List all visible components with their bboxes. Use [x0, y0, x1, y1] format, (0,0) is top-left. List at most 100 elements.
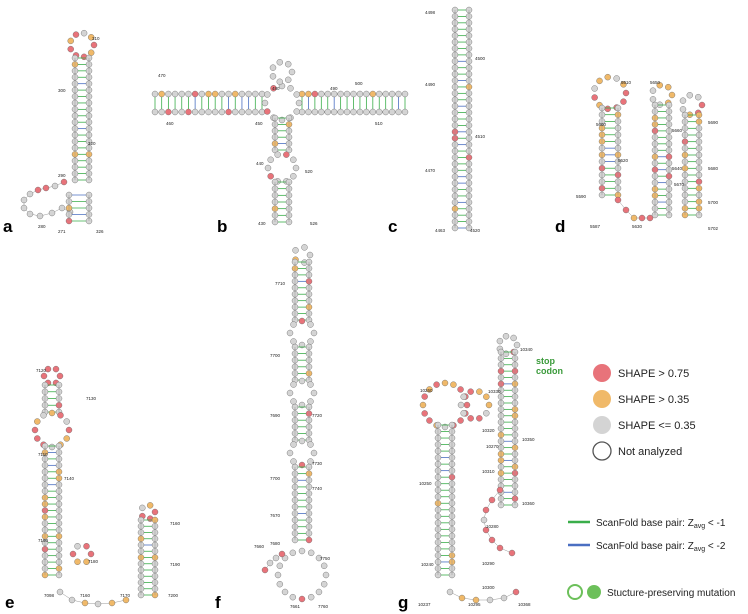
nucleotide: [87, 34, 95, 41]
nucleotide: [472, 596, 480, 604]
nucleotide: [482, 506, 490, 514]
nucleotide: [139, 504, 146, 512]
nucleotide: [74, 558, 81, 565]
nucleotide: [401, 108, 409, 116]
nucleotide: [343, 108, 351, 116]
nucleotide: [276, 562, 284, 570]
nucleotide: [283, 151, 290, 158]
nucleotide: [488, 496, 496, 504]
nucleotide: [58, 204, 66, 212]
nucleotide: [67, 45, 74, 53]
nucleotide: [211, 108, 219, 116]
nucleotide: [318, 90, 325, 98]
position-tick-label: 7740: [312, 486, 323, 491]
nucleotide: [604, 105, 611, 113]
position-tick-label: 500: [355, 81, 363, 86]
nucleotide: [426, 417, 433, 424]
position-tick-label: 280: [38, 224, 46, 229]
nucleotide: [318, 108, 325, 116]
panel-letter-c: c: [388, 217, 397, 236]
nucleotide: [185, 108, 192, 116]
nucleotide: [305, 108, 312, 116]
nucleotide: [510, 334, 517, 342]
position-tick-label: 7730: [312, 461, 323, 466]
position-tick-label: 7661: [290, 604, 301, 609]
position-tick-label: 480: [272, 86, 280, 91]
nucleotide: [287, 85, 294, 92]
nucleotide: [513, 341, 521, 349]
nucleotide: [395, 108, 402, 116]
position-tick-label: 10330: [488, 389, 501, 394]
nucleotide: [258, 90, 266, 98]
position-tick-label: 450: [255, 121, 263, 126]
nucleotide: [310, 389, 318, 397]
nucleotide: [512, 588, 520, 596]
position-tick-label: 326: [96, 229, 104, 234]
nucleotide: [665, 83, 672, 91]
nucleotide: [178, 90, 185, 98]
nucleotide: [298, 317, 306, 325]
nucleotide: [60, 178, 68, 186]
nucleotide: [238, 108, 246, 116]
nucleotide: [463, 401, 471, 409]
nucleotide: [278, 116, 286, 124]
nucleotide: [298, 461, 306, 469]
nucleotide: [369, 108, 377, 116]
position-tick-label: 7660: [254, 544, 265, 549]
nucleotide: [34, 435, 41, 442]
position-tick-label: 10350: [522, 437, 535, 442]
nucleotide: [591, 94, 598, 101]
nucleotide: [298, 401, 306, 409]
nucleotide: [80, 29, 88, 37]
position-tick-label: 7160: [170, 521, 181, 526]
nucleotide: [252, 90, 259, 98]
position-tick-label: 7710: [275, 281, 286, 286]
nucleotide: [31, 426, 39, 434]
position-tick-label: 10260: [420, 388, 433, 393]
position-tick-label: 10340: [520, 347, 533, 352]
position-tick-label: 7670: [270, 513, 281, 518]
nucleotide: [649, 87, 657, 94]
nucleotide: [238, 90, 246, 98]
position-tick-label: 300: [58, 88, 66, 93]
nucleotide: [450, 381, 457, 388]
nucleotide: [292, 247, 299, 254]
position-tick-label: 10320: [482, 428, 495, 433]
nucleotide: [458, 594, 466, 602]
nucleotide: [258, 108, 266, 116]
legend-swatch-shape-low: [593, 416, 611, 434]
nucleotide: [613, 75, 620, 82]
position-tick-label: 7130: [86, 396, 97, 401]
nucleotide: [269, 64, 277, 71]
position-tick-label: 440: [256, 161, 264, 166]
nucleotide: [686, 92, 693, 99]
nucleotide: [401, 90, 409, 98]
nucleotide: [264, 108, 271, 115]
position-tick-label: 470: [158, 73, 166, 78]
position-tick-label: 10280: [486, 524, 499, 529]
nucleotide: [441, 423, 449, 431]
nucleotide: [165, 90, 172, 98]
nucleotide: [500, 594, 508, 602]
position-tick-label: 490: [330, 86, 338, 91]
position-tick-label: 4490: [425, 82, 436, 87]
nucleotide: [44, 365, 52, 373]
nucleotide: [307, 549, 315, 557]
position-tick-label: 7110: [38, 452, 48, 457]
nucleotide: [330, 90, 338, 98]
nucleotide: [146, 502, 154, 509]
nucleotide: [446, 588, 454, 596]
position-tick-label: 10360: [522, 501, 535, 506]
nucleotide: [307, 321, 314, 328]
nucleotide: [178, 108, 185, 116]
nucleotide: [63, 418, 70, 425]
nucleotide: [34, 418, 41, 425]
position-tick-label: 7190: [170, 562, 181, 567]
nucleotide: [185, 90, 192, 98]
nucleotide: [261, 566, 269, 574]
nucleotide: [278, 550, 286, 558]
position-tick-label: 7140: [64, 476, 75, 481]
nucleotide: [343, 90, 351, 98]
nucleotide: [218, 108, 226, 116]
nucleotide: [307, 593, 315, 601]
